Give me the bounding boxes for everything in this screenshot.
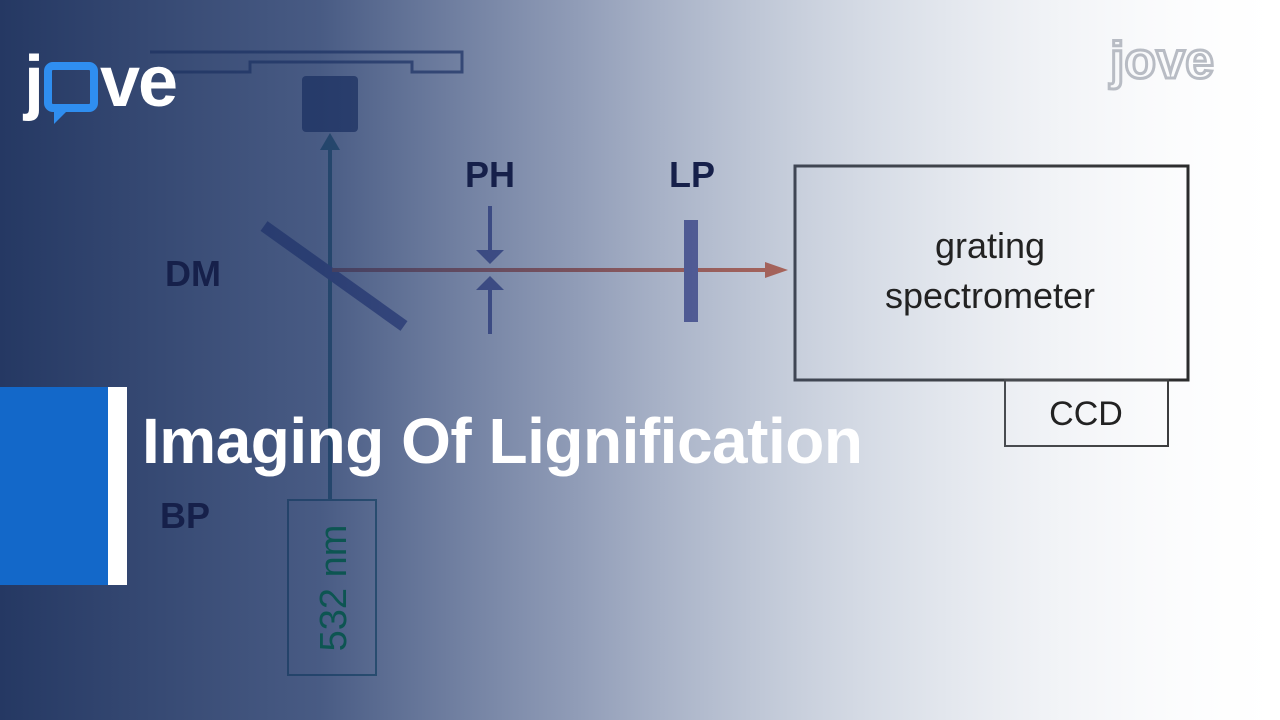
jove-logo[interactable]: j ve: [24, 18, 178, 124]
label-dm: DM: [165, 253, 221, 294]
speech-bubble-icon: [44, 62, 99, 124]
watermark-logo: jove: [1109, 32, 1214, 90]
label-ph: PH: [465, 154, 515, 195]
spectrometer-label-1: grating: [935, 225, 1045, 266]
ccd-label: CCD: [1049, 395, 1123, 433]
label-lp: LP: [669, 154, 715, 195]
label-bp: BP: [160, 495, 210, 536]
spectrometer-label-2: spectrometer: [885, 275, 1095, 316]
accent-block: [0, 387, 108, 585]
logo-ve: ve: [100, 42, 178, 122]
logo-j: j: [24, 42, 44, 122]
video-title: Imaging Of Lignification: [142, 405, 863, 477]
laser-label: 532 nm: [313, 525, 355, 652]
accent-bar: [108, 387, 127, 585]
